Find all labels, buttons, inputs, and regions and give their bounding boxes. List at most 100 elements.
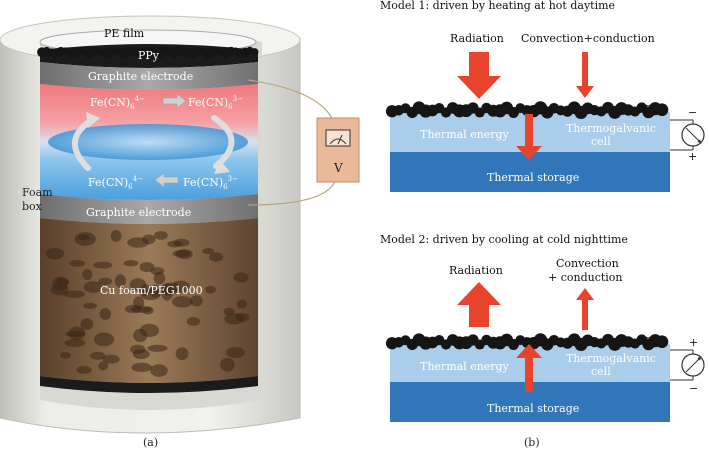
redox-arrow-top	[162, 93, 187, 109]
cu-foam-pore	[153, 230, 168, 240]
cu-foam-pore	[64, 338, 86, 348]
cu-foam-pore	[186, 317, 200, 326]
voltmeter-needle	[329, 134, 347, 145]
redox-bottom-right: Fe(CN)63−	[183, 175, 238, 191]
model2-sign-top: +	[689, 336, 698, 349]
cu-foam-pore	[140, 288, 161, 301]
cu-foam-pore	[139, 262, 155, 273]
model2-transfer-arrow	[516, 344, 542, 392]
cu-foam-pore	[167, 240, 183, 248]
cu-foam-pore	[233, 272, 249, 283]
model1-convection-label: Convection+conduction	[521, 32, 655, 45]
model1-title: Model 1: driven by heating at hot daytim…	[380, 0, 615, 12]
cu-foam-pore	[78, 234, 90, 241]
cu-foam-pore	[175, 347, 189, 361]
graphite-electrode-top	[40, 62, 258, 90]
cu-foam-pore	[129, 278, 147, 292]
model1-radiation-arrow	[457, 52, 501, 99]
graphite-electrode-bottom	[40, 194, 258, 224]
model2-ppy-label: PPy	[637, 335, 659, 348]
model1-transfer-arrow	[516, 114, 542, 160]
model2-radiation-arrow	[457, 282, 501, 327]
cu-foam-pore	[99, 308, 112, 320]
cu-foam-pore	[110, 229, 122, 242]
model2-convection-label-1: Convection	[556, 257, 619, 270]
cu-foam-pore	[114, 274, 126, 288]
panel-a: Fe(CN)64− Fe(CN)63− Fe(CN)64− Fe(CN)63− …	[0, 15, 360, 449]
cu-foam-pore	[220, 357, 235, 372]
cu-foam-pore	[130, 306, 152, 313]
cu-foam-pore	[190, 295, 203, 307]
circulation-arrow-left	[71, 117, 95, 171]
cu-foam	[40, 218, 258, 383]
voltmeter-box	[316, 117, 360, 183]
redox-bottom-left: Fe(CN)64−	[88, 175, 143, 191]
model1-ppy-label: PPy	[637, 103, 659, 116]
graphite-top-label: Graphite electrode	[88, 70, 193, 83]
cu-foam-pore	[139, 323, 160, 338]
circulation-arrowhead-right	[214, 160, 230, 174]
model2-title: Model 2: driven by cooling at cold night…	[380, 233, 628, 246]
cu-foam-pore	[170, 280, 190, 293]
circulation-arrow-right	[211, 115, 235, 169]
voltmeter-label: V	[333, 161, 343, 175]
ppy-bead	[655, 103, 669, 117]
cu-foam-pore	[171, 296, 193, 308]
cu-foam-pore	[69, 259, 85, 267]
cu-foam-pore	[172, 249, 191, 258]
cu-foam-pore	[82, 269, 93, 280]
model1-cell-label-1: Thermogalvanic	[566, 122, 656, 135]
cu-foam-pores	[45, 229, 250, 377]
model2-thermal-energy-label: Thermal energy	[420, 360, 510, 373]
ppy-layer-bottom	[40, 376, 258, 393]
model2-ppy-beads	[385, 333, 669, 351]
caption-a: (a)	[143, 436, 158, 449]
cu-foam-pore	[208, 252, 224, 262]
foam-box-label-2: box	[22, 200, 43, 213]
model2-cell-label-1: Thermogalvanic	[566, 352, 656, 365]
cu-foam-pore	[98, 361, 109, 371]
model2-convection-label-2: + conduction	[548, 271, 623, 284]
foam-box-label-1: Foam	[22, 186, 53, 199]
model1-ppy-beads	[385, 101, 669, 119]
cu-foam-pore	[76, 366, 92, 374]
model1-sign-top: −	[688, 106, 697, 119]
cu-foam-pore	[123, 260, 139, 267]
electrolyte-interface	[48, 124, 248, 160]
model1-convection-arrow	[576, 52, 594, 98]
ppy-beads	[37, 46, 259, 59]
cu-foam-pore	[147, 344, 168, 352]
model2-storage-label: Thermal storage	[487, 402, 579, 415]
cu-foam-pore	[225, 346, 245, 359]
model2-sign-bottom: −	[689, 382, 698, 395]
cu-foam-pore	[102, 354, 120, 364]
cu-foam-pore	[59, 352, 71, 359]
cu-foam-pore	[235, 312, 250, 322]
cu-foam-pore	[98, 277, 113, 286]
redox-arrow-bottom	[154, 172, 179, 188]
cu-foam-pore	[205, 285, 217, 294]
ppy-bead	[250, 48, 259, 56]
cu-foam-label: Cu foam/PEG1000	[100, 284, 203, 297]
cu-foam-pore	[89, 351, 106, 360]
model1-sign-bottom: +	[688, 150, 697, 163]
redox-top-right: Fe(CN)63−	[188, 95, 243, 111]
cu-foam-pore	[132, 349, 150, 360]
caption-b: (b)	[524, 436, 540, 449]
cu-foam-pore	[153, 272, 166, 285]
cu-foam-pore	[68, 326, 86, 341]
cu-foam-pore	[150, 267, 165, 275]
redox-top-left: Fe(CN)64−	[90, 95, 145, 111]
cu-foam-pore	[80, 318, 94, 331]
cu-foam-pore	[202, 248, 215, 255]
cu-foam-pore	[161, 286, 173, 301]
ppy-label: PPy	[138, 49, 160, 62]
cu-foam-pore	[83, 302, 97, 309]
model2-meter-needle	[685, 356, 702, 373]
graphite-bottom-label: Graphite electrode	[86, 206, 191, 219]
cu-foam-pore	[45, 247, 65, 260]
model2-cell-label-2: cell	[591, 365, 611, 378]
cu-foam-pore	[52, 276, 69, 291]
model1-thermal-energy-label: Thermal energy	[420, 128, 510, 141]
